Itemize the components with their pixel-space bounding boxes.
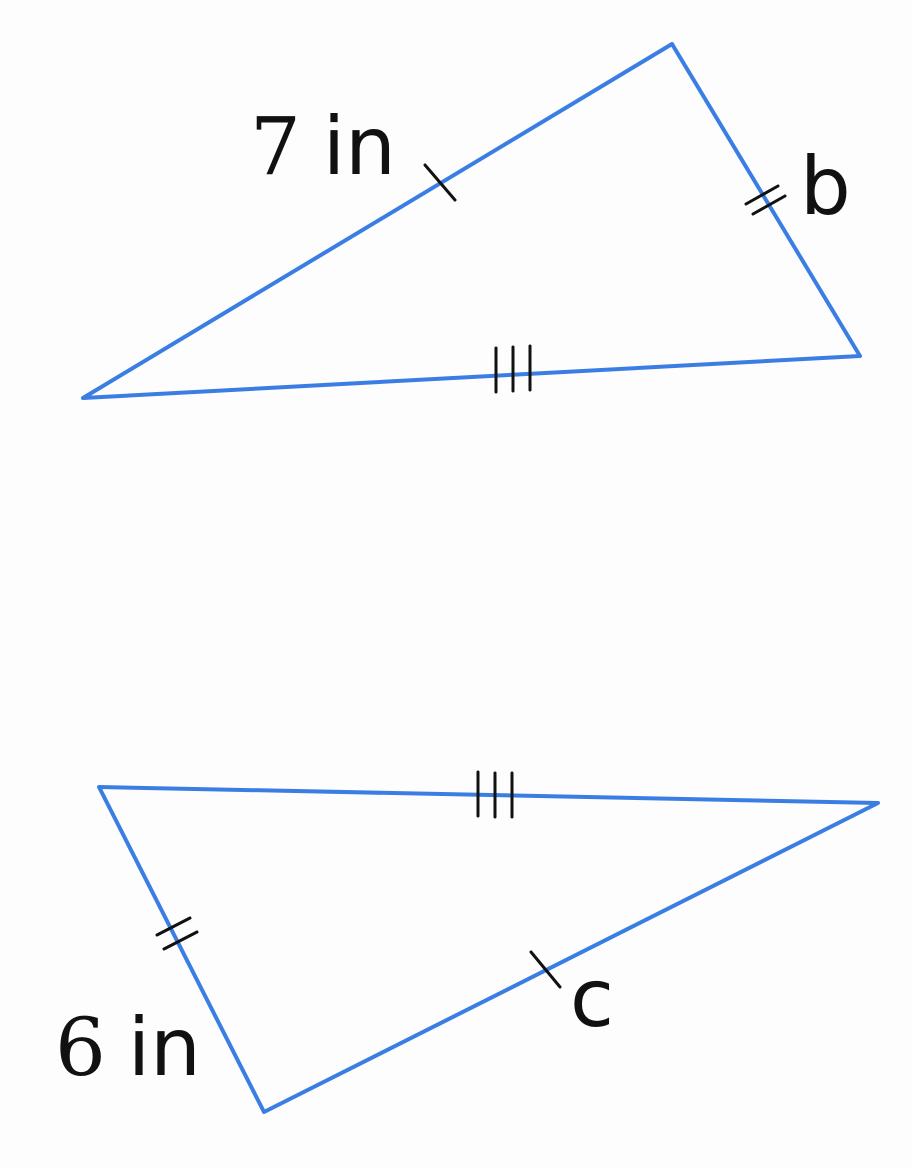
tick-triple-bottom [476, 770, 514, 819]
label-top-right-side: b [800, 140, 851, 233]
tick-single-bottom [529, 950, 562, 989]
tick-double-bottom [155, 916, 199, 951]
triangle-top-outline [81, 42, 862, 400]
tick-single-top [423, 163, 457, 202]
tick-triple-top [494, 344, 532, 394]
triangle-bottom-outline [97, 785, 880, 1114]
label-bottom-right-side: c [570, 952, 614, 1045]
tick-double-top [744, 184, 787, 216]
